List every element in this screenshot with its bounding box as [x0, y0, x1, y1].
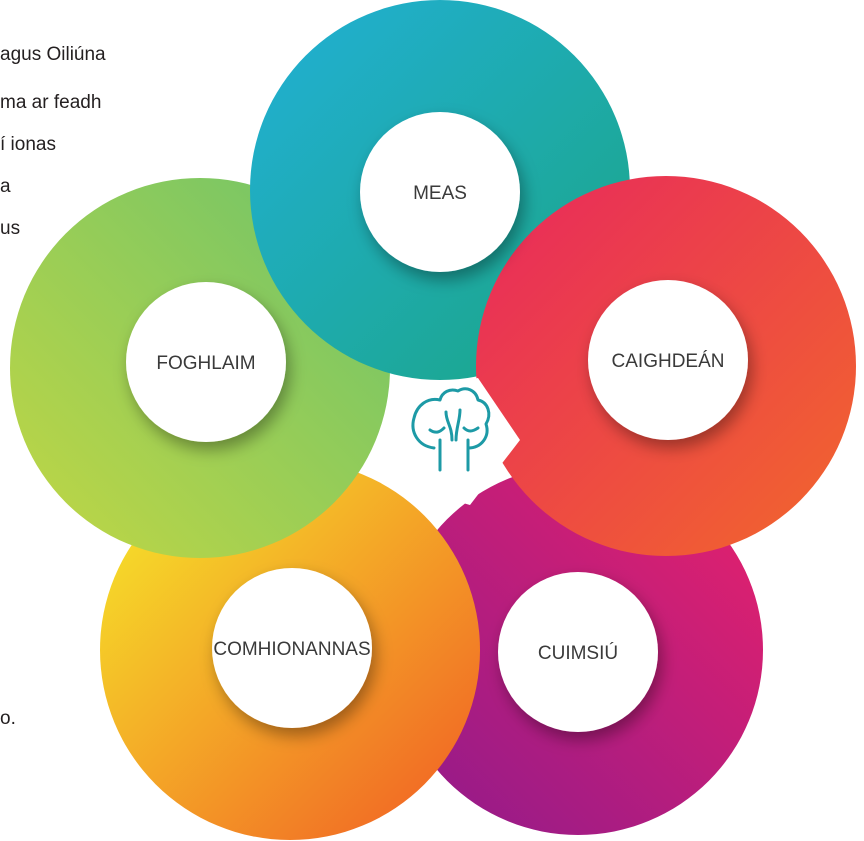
center-gap: [400, 378, 520, 505]
caighdean-circle: [588, 280, 748, 440]
value-label-caighdean: CAIGHDEÁN: [612, 351, 725, 372]
value-label-comhionannas: COMHIONANNAS: [213, 639, 370, 660]
meas-circle: [360, 112, 520, 272]
value-label-foghlaim: FOGHLAIM: [156, 353, 255, 374]
value-label-meas: MEAS: [413, 183, 467, 204]
foghlaim-circle: [126, 282, 286, 442]
heads-tree-icon: [411, 387, 491, 472]
value-label-cuimsiu: CUIMSIÚ: [538, 642, 618, 664]
cuimsiu-circle: [498, 572, 658, 732]
comhionannas-circle: [212, 568, 372, 728]
